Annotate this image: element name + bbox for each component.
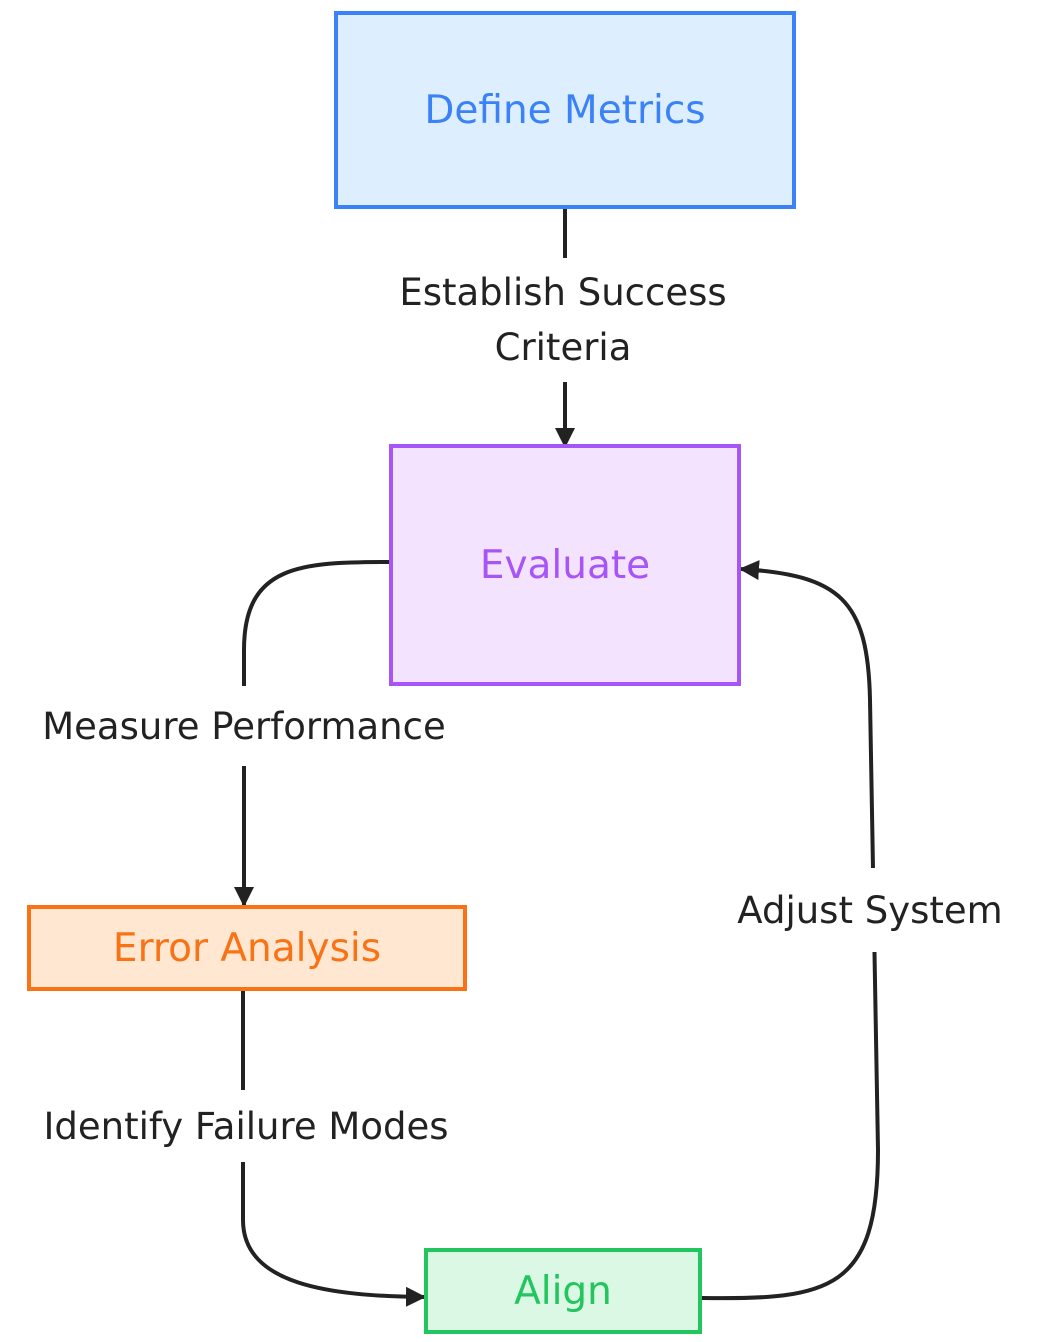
node-evaluate-label: Evaluate	[479, 542, 651, 588]
edge-adjust-system	[701, 560, 881, 1301]
edge-label-identify-failure-modes: Identify Failure Modes	[22, 1090, 470, 1162]
edge-label-establish-line2: Criteria	[494, 326, 632, 369]
node-define-metrics: Define Metrics	[334, 11, 796, 209]
node-align: Align	[424, 1248, 702, 1334]
node-define-metrics-label: Define Metrics	[424, 87, 706, 133]
edge-label-adjust-system: Adjust System	[722, 868, 1018, 952]
edge-label-establish-line1: Establish Success	[399, 271, 727, 314]
node-error-analysis: Error Analysis	[27, 905, 467, 991]
node-error-analysis-label: Error Analysis	[112, 925, 382, 971]
edge-label-measure-performance: Measure Performance	[22, 686, 466, 766]
edge-identify-failure-modes	[241, 991, 426, 1307]
edge-measure-performance	[234, 560, 390, 907]
edge-label-establish-success-criteria: Establish Success Criteria	[380, 258, 746, 382]
node-evaluate: Evaluate	[389, 444, 741, 686]
node-align-label: Align	[514, 1268, 612, 1314]
